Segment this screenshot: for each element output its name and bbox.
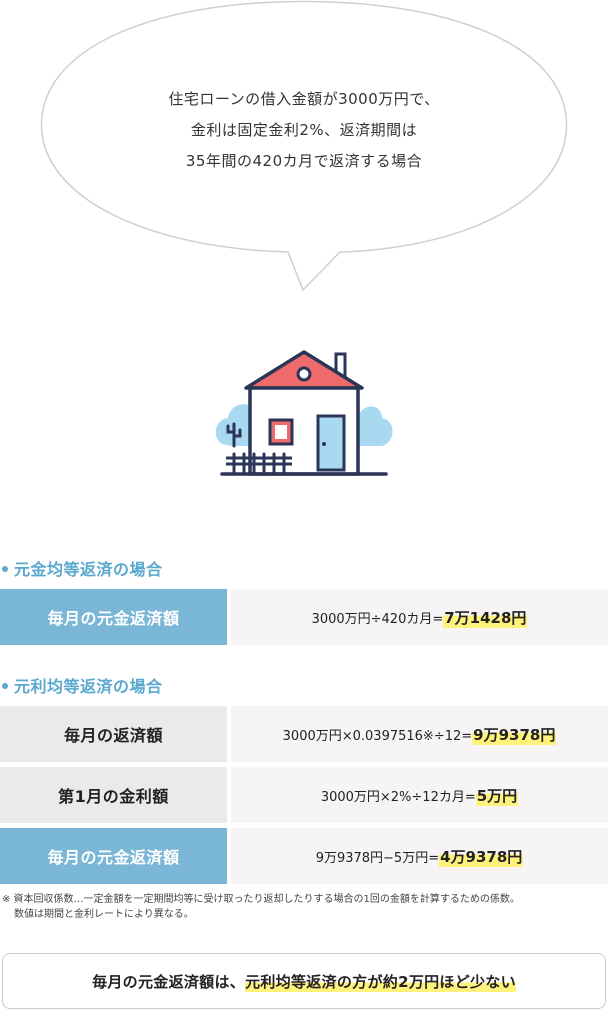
section-title-text: 元利均等返済の場合 [14, 677, 163, 696]
footnote-line: 数値は期間と金利レートにより異なる。 [14, 909, 194, 920]
formula-text: 3000万円×0.0397516※÷12= [282, 728, 473, 744]
summary-box: 毎月の元金返済額は、元利均等返済の方が約2万円ほど少ない [2, 953, 606, 1009]
bubble-line: 35年間の420カ月で返済する場合 [185, 152, 423, 170]
row-value: 3000万円÷420カ月=7万1428円 [231, 589, 608, 645]
speech-bubble-shape [40, 0, 568, 292]
result-text: 9万9378円 [472, 723, 557, 745]
section-title-text: 元金均等返済の場合 [14, 560, 163, 579]
bubble-line: 住宅ローンの借入金額が3000万円で、 [168, 90, 440, 108]
table-row: 毎月の返済額 3000万円×0.0397516※÷12=9万9378円 [0, 706, 608, 762]
footnote-line: ※ 資本回収係数…一定金額を一定期間均等に受け取ったり返却したりする場合の1回の… [2, 894, 520, 905]
summary-highlight: 元利均等返済の方が約2万円ほど少ない [245, 970, 516, 992]
formula-text: 9万9378円−5万円= [315, 850, 440, 866]
row-value: 3000万円×0.0397516※÷12=9万9378円 [231, 706, 608, 762]
formula-text: 3000万円×2%÷12カ月= [320, 789, 476, 805]
summary-prefix: 毎月の元金返済額は、 [92, 972, 246, 991]
bubble-line: 金利は固定金利2%、返済期間は [190, 121, 418, 139]
bullet-dot-icon [2, 683, 8, 689]
house-illustration [212, 346, 396, 482]
speech-bubble: 住宅ローンの借入金額が3000万円で、 金利は固定金利2%、返済期間は 35年間… [40, 0, 568, 292]
section-title-equal-principal: 元金均等返済の場合 [0, 556, 163, 580]
footnote: ※ 資本回収係数…一定金額を一定期間均等に受け取ったり返却したりする場合の1回の… [2, 892, 520, 922]
row-label: 毎月の元金返済額 [0, 828, 227, 884]
bubble-text: 住宅ローンの借入金額が3000万円で、 金利は固定金利2%、返済期間は 35年間… [40, 84, 568, 177]
row-value: 3000万円×2%÷12カ月=5万円 [231, 767, 608, 823]
row-label: 第1月の金利額 [0, 767, 227, 823]
row-label: 毎月の返済額 [0, 706, 227, 762]
result-text: 5万円 [475, 784, 519, 806]
bullet-dot-icon [2, 566, 8, 572]
row-label: 毎月の元金返済額 [0, 589, 227, 645]
row-value: 9万9378円−5万円=4万9378円 [231, 828, 608, 884]
table-row: 毎月の元金返済額 9万9378円−5万円=4万9378円 [0, 828, 608, 884]
table-row: 第1月の金利額 3000万円×2%÷12カ月=5万円 [0, 767, 608, 823]
result-text: 7万1428円 [443, 606, 528, 628]
formula-text: 3000万円÷420カ月= [311, 611, 444, 627]
result-text: 4万9378円 [439, 845, 524, 867]
section-title-equal-installment: 元利均等返済の場合 [0, 673, 163, 697]
table-row: 毎月の元金返済額 3000万円÷420カ月=7万1428円 [0, 589, 608, 645]
house-icon [215, 350, 393, 476]
